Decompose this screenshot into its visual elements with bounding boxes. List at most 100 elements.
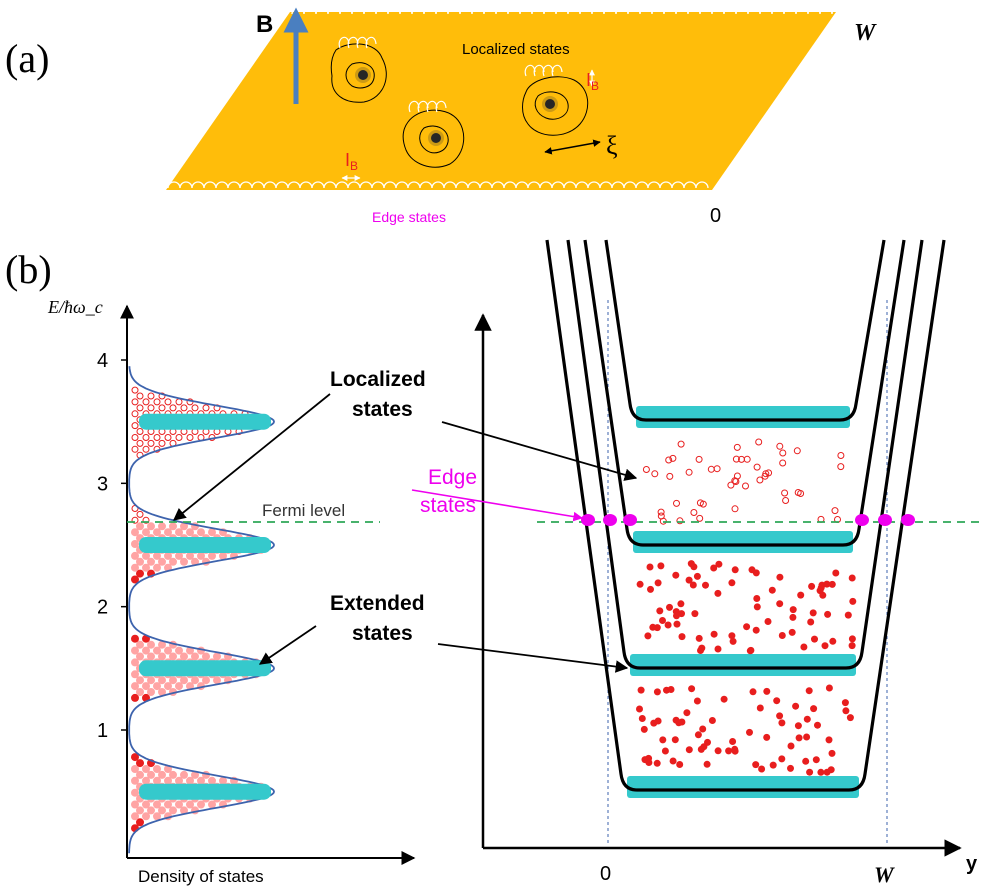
extended-state-dot: [714, 747, 722, 755]
dos-extended-state: [191, 770, 199, 779]
dos-extended-state: [175, 800, 183, 809]
dos-extended-state: [169, 522, 177, 531]
dos-landau-bar: [139, 660, 271, 677]
extended-state-dot: [725, 747, 733, 755]
dos-extended-state: [153, 551, 161, 560]
extended-state-dot: [659, 736, 667, 744]
extended-state-dot: [699, 725, 707, 733]
localized-state-dot: [837, 452, 845, 459]
energy-axis-label: E/ħω_c: [47, 297, 103, 317]
extended-state-dot: [731, 745, 739, 753]
dos-extended-state: [147, 557, 155, 566]
dos-localized-state: [147, 392, 155, 400]
extended-state-dot: [729, 738, 737, 745]
dos-localized-state: [131, 386, 139, 394]
panel-a-label: (a): [5, 36, 49, 81]
edge-states-callout-arrow: [411, 489, 583, 522]
extended-state-dot: [691, 610, 699, 618]
extended-state-dot: [683, 709, 691, 717]
dos-extended-state: [164, 528, 172, 537]
current-label-left: IB: [345, 150, 358, 173]
extended-state-dot: [728, 579, 736, 587]
dos-extended-state: [169, 806, 177, 815]
extended-state-dot: [778, 632, 786, 639]
sample-plate: [166, 12, 836, 190]
dos-localized-state: [191, 404, 199, 412]
dos-extended-state: [208, 551, 216, 560]
edge-state-dots: [581, 514, 915, 526]
dos-localized-state: [131, 516, 139, 524]
dos-localized-state: [136, 439, 144, 447]
dos-extended-state: [169, 557, 177, 566]
dos-extended-state: [136, 770, 144, 779]
extended-state-dot: [842, 707, 850, 715]
extended-state-dot: [776, 600, 784, 608]
dos-extended-state: [158, 557, 166, 566]
dos-extended-state: [147, 688, 155, 696]
extended-state-dot: [647, 585, 654, 593]
extended-state-dot: [693, 697, 701, 705]
dos-localized-state: [142, 445, 150, 453]
extended-state-dot: [841, 699, 849, 707]
localized-state-dot: [738, 455, 745, 463]
correlation-length-arrow: [544, 139, 601, 155]
dos-extended-state: [186, 800, 194, 809]
dos-extended-state: [142, 646, 150, 655]
extended-state-dot: [752, 626, 760, 634]
dos-extended-state: [191, 676, 199, 685]
cyclotron-orbit-loops: [338, 36, 563, 113]
dos-localized-state: [136, 510, 144, 518]
extended-state-dot: [704, 738, 711, 746]
localized-state-dot: [651, 470, 659, 478]
dos-localized-state: [153, 434, 161, 441]
dos-localized-state: [131, 398, 139, 406]
extended-state-dot: [803, 733, 811, 741]
extended-state-dot: [829, 637, 837, 645]
extended-state-dot: [636, 580, 644, 588]
width-label-w: W: [854, 20, 877, 46]
dos-extended-state: [169, 676, 177, 685]
extended-state-dot: [746, 728, 753, 736]
edge-states-label: Edge states: [372, 209, 446, 225]
localized-state-dot: [669, 454, 677, 462]
extended-state-dot: [753, 603, 761, 611]
bulk-states-dots: [636, 438, 857, 776]
dos-extended-state: [202, 676, 210, 685]
dos-localized-state: [136, 428, 144, 435]
extended-state-dot: [708, 717, 716, 724]
dos-extended-state: [131, 540, 139, 548]
extended-state-dot: [667, 686, 675, 693]
extended-state-dot: [659, 617, 666, 624]
dos-extended-state: [180, 652, 188, 661]
extended-state-dot: [828, 749, 836, 757]
extended-state-dot: [672, 571, 680, 579]
localized-state-dot: [657, 508, 665, 516]
dos-extended-state: [136, 557, 144, 566]
extended-state-dot: [728, 632, 736, 640]
dos-extended-state: [158, 652, 166, 661]
extended-callout-arrow-right: [437, 643, 629, 673]
extended-state-dot: [673, 620, 681, 628]
extended-state-dot: [672, 716, 680, 724]
impurity-localized-orbit: [402, 109, 465, 168]
localized-state-dot: [794, 489, 802, 496]
impurity-localized-orbit: [330, 43, 387, 103]
edge-state-loop: [695, 181, 709, 189]
dos-extended-state: [158, 770, 166, 779]
dos-extended-state: [142, 812, 150, 821]
extended-state-dot: [661, 747, 669, 755]
dos-extended-state: [136, 652, 144, 661]
dos-extended-state: [202, 652, 210, 661]
dos-localized-state: [164, 398, 172, 406]
extended-state-dot: [805, 687, 813, 695]
cyclotron-loop: [551, 64, 563, 77]
dos-localized-state: [164, 434, 172, 441]
dos-localized-state: [169, 404, 177, 412]
extended-state-dot: [644, 632, 652, 640]
dos-curve: [128, 366, 275, 854]
localized-state-dot: [731, 505, 739, 513]
dos-extended-state: [136, 759, 144, 768]
zero-label: 0: [710, 205, 721, 227]
energy-tick-label: 4: [97, 350, 108, 372]
localized-state-dot: [673, 499, 680, 507]
